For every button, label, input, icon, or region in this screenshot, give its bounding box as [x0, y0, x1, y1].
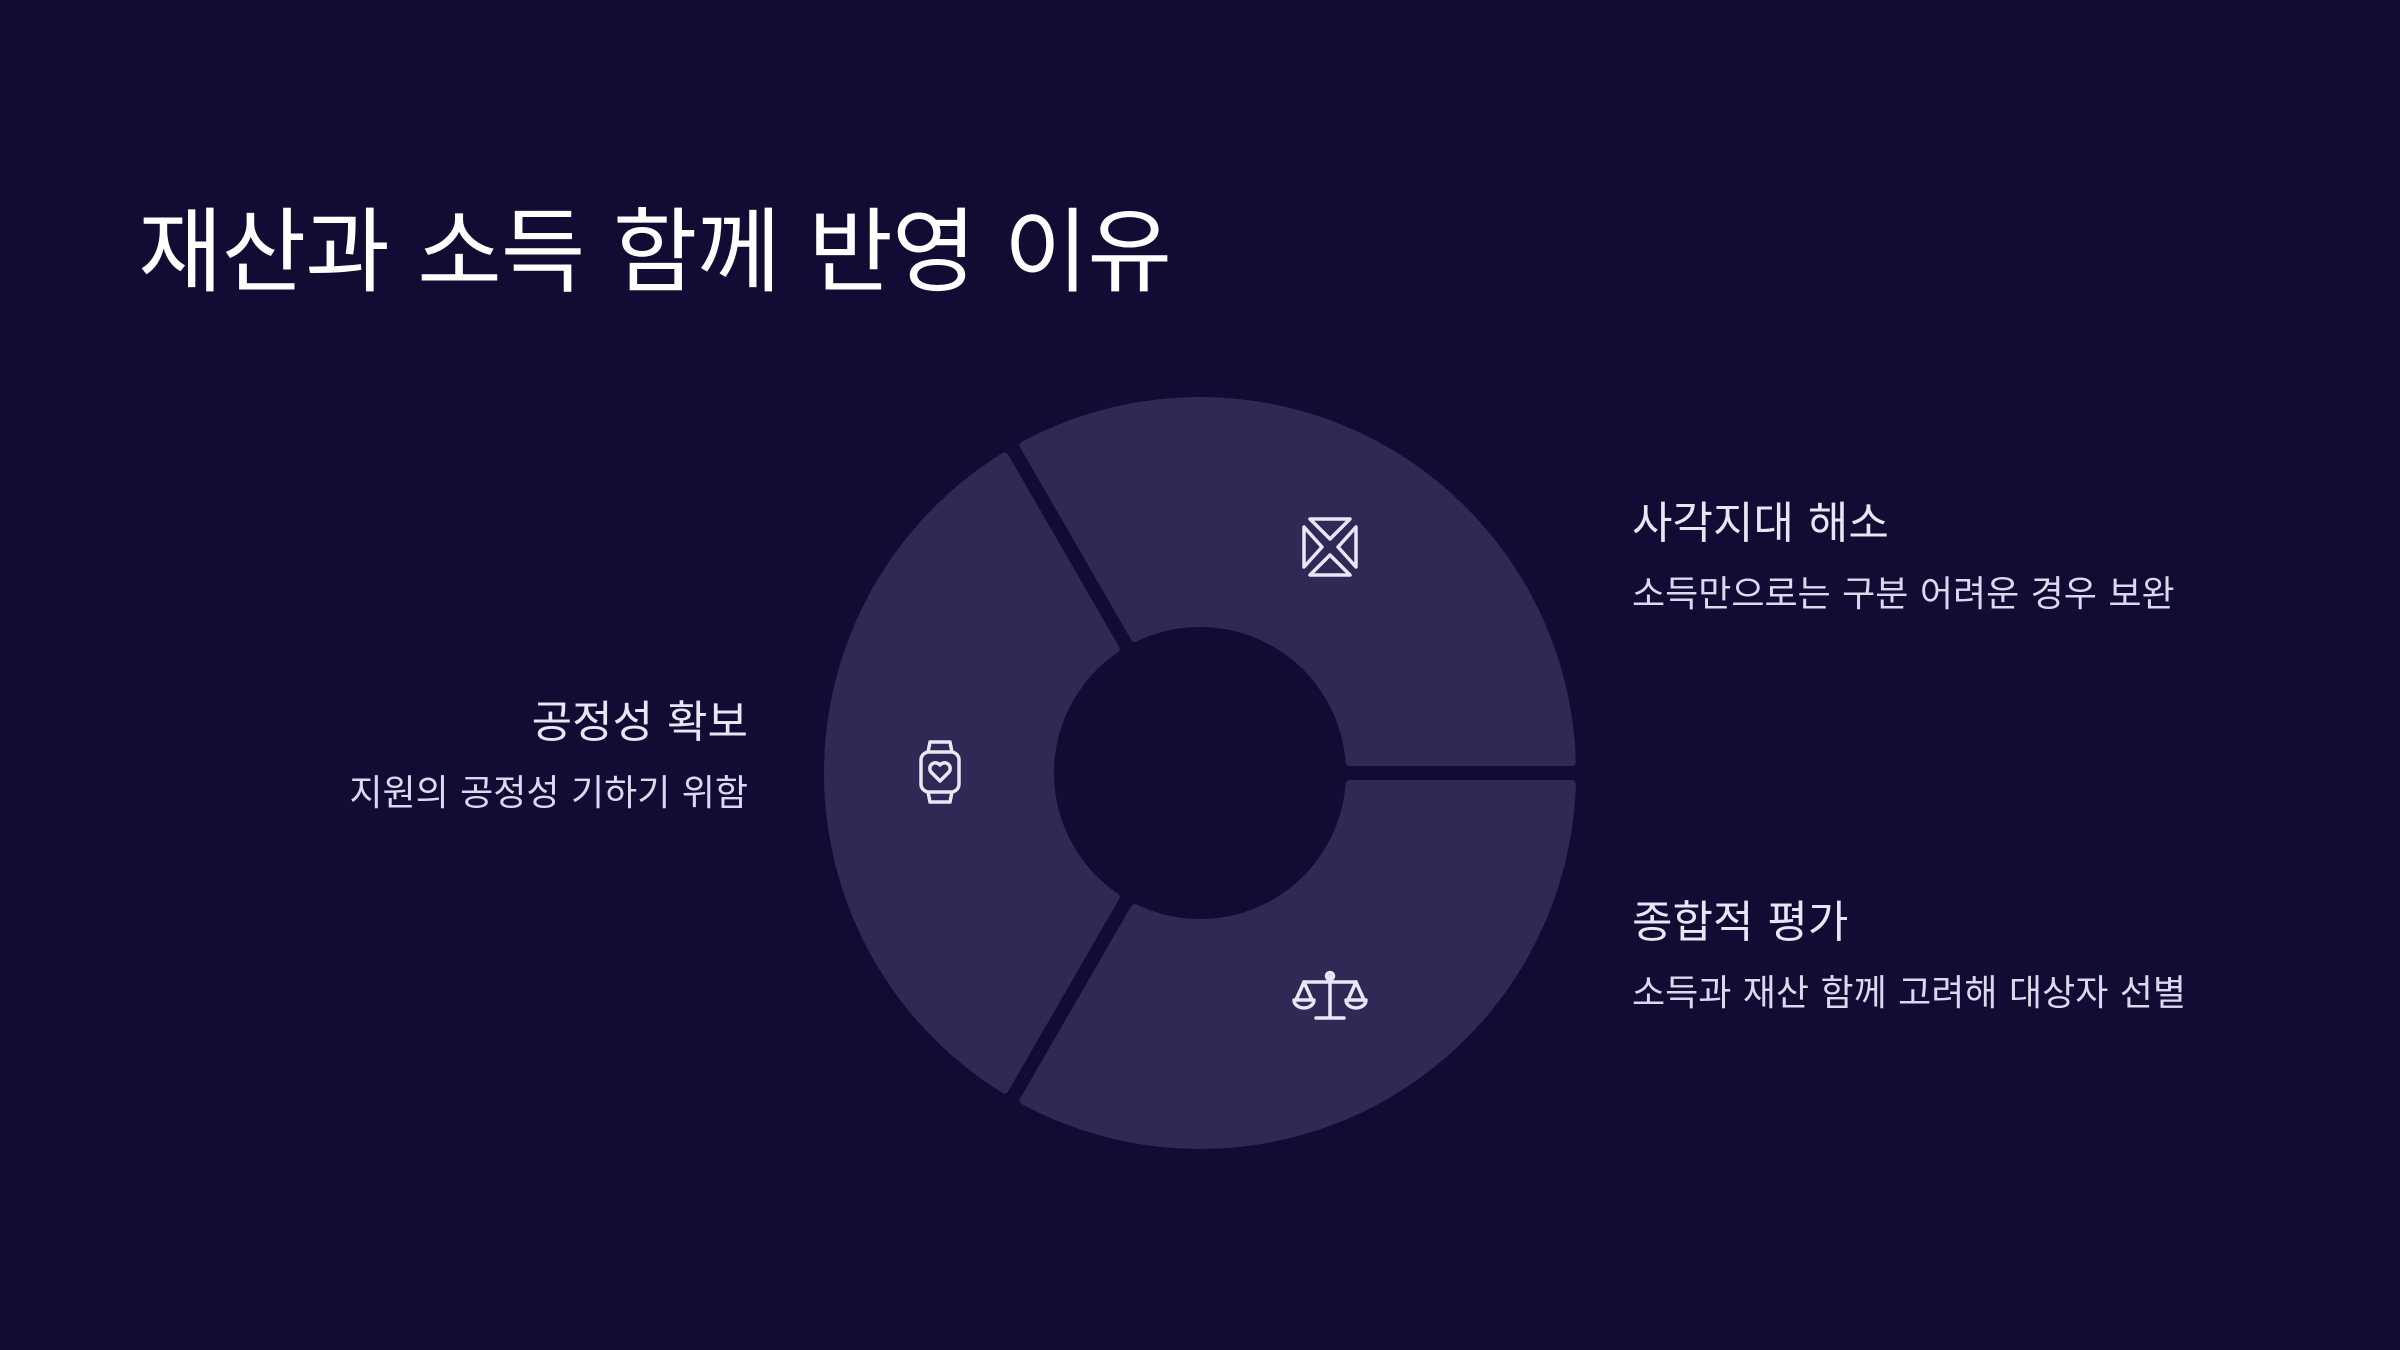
- callout-heading: 사각지대 해소: [1632, 498, 1889, 549]
- balance-scale-icon: [1292, 970, 1368, 1020]
- smartwatch-heart-icon: [919, 740, 961, 804]
- page-title: 재산과 소득 함께 반영 이유: [138, 199, 1172, 306]
- callout-description: 소득과 재산 함께 고려해 대상자 선별: [1632, 972, 2187, 1014]
- donut-segment-blind-spot: [1019, 397, 1576, 766]
- callout-blind-spot: 사각지대 해소 소득만으로는 구분 어려운 경우 보완: [1632, 498, 2175, 616]
- callout-heading: 공정성 확보: [531, 697, 748, 748]
- callout-fairness: 공정성 확보 지원의 공정성 기하기 위함: [349, 697, 748, 815]
- callout-description: 소득만으로는 구분 어려운 경우 보완: [1632, 573, 2175, 615]
- donut-segment-fairness: [824, 452, 1120, 1094]
- bowtie-x-icon: [1302, 517, 1358, 577]
- callout-description: 지원의 공정성 기하기 위함: [349, 772, 748, 814]
- callout-comprehensive: 종합적 평가 소득과 재산 함께 고려해 대상자 선별: [1632, 897, 2186, 1015]
- donut-segment-comprehensive: [1019, 780, 1576, 1149]
- callout-heading: 종합적 평가: [1632, 897, 1849, 948]
